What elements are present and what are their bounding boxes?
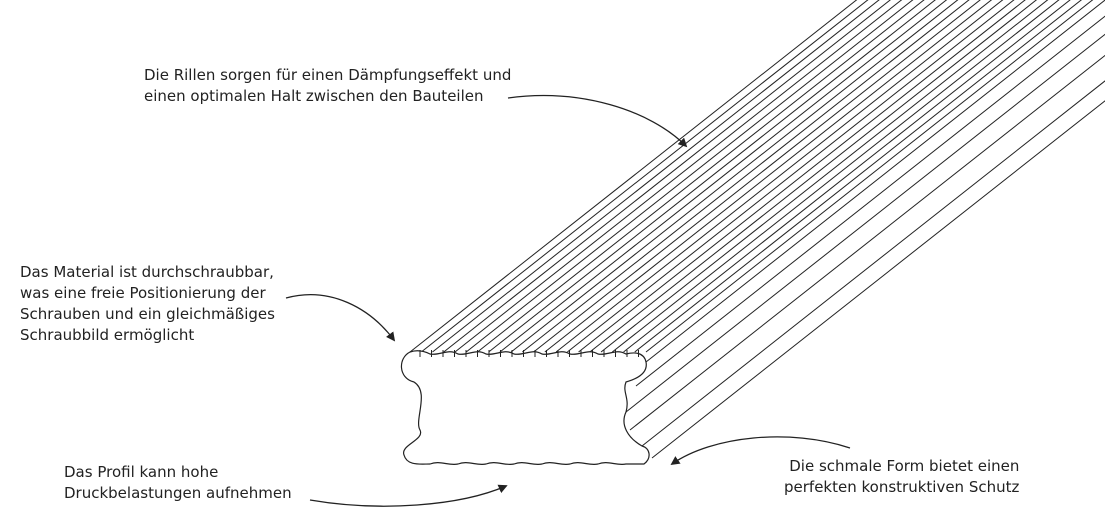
groove-line <box>477 0 925 353</box>
annotation-material: Das Material ist durchschraubbar, was ei… <box>20 262 275 346</box>
annotation-shape: Die schmale Form bietet einen perfekten … <box>784 456 1019 498</box>
annotation-material-line-4: Schraubbild ermöglicht <box>20 326 195 344</box>
board-cross-section <box>400 350 650 466</box>
annotation-profile: Das Profil kann hohe Druckbelastungen au… <box>64 462 292 504</box>
board-profile-grooves-top <box>419 350 639 357</box>
side-line <box>645 0 1105 363</box>
annotation-shape-line-2: perfekten konstruktiven Schutz <box>784 478 1020 496</box>
arrow-material <box>285 294 396 342</box>
arrow-shape <box>670 436 851 466</box>
groove-line <box>409 0 858 353</box>
side-line <box>651 100 1105 459</box>
annotation-grooves-line-1: Die Rillen sorgen für einen Dämpfungseff… <box>144 66 512 84</box>
annotation-profile-line-1: Das Profil kann hohe <box>64 463 219 481</box>
groove-line <box>510 0 959 353</box>
arrow-grooves <box>507 95 688 148</box>
side-line <box>625 33 1105 413</box>
annotation-profile-line-2: Druckbelastungen aufnehmen <box>64 484 292 502</box>
board-top-grooves <box>409 0 1094 353</box>
annotation-material-line-1: Das Material ist durchschraubbar, <box>20 263 274 281</box>
groove-line <box>611 0 1060 353</box>
groove-line <box>578 0 1026 353</box>
arrow-profile <box>309 484 508 507</box>
groove-line <box>567 0 1015 353</box>
groove-line <box>623 0 1071 353</box>
groove-line <box>432 0 880 353</box>
groove-line <box>443 0 891 353</box>
groove-line <box>533 0 981 353</box>
groove-line <box>600 0 1049 353</box>
annotation-grooves: Die Rillen sorgen für einen Dämpfungseff… <box>144 65 511 107</box>
annotation-material-line-3: Schrauben und ein gleichmäßiges <box>20 305 275 323</box>
annotation-grooves-line-2: einen optimalen Halt zwischen den Bautei… <box>144 87 484 105</box>
groove-line <box>465 0 914 353</box>
side-line <box>641 80 1105 447</box>
groove-line <box>645 0 1094 353</box>
groove-line <box>499 0 948 353</box>
groove-line <box>522 0 970 353</box>
groove-line <box>634 0 1083 353</box>
groove-line <box>555 0 1004 353</box>
side-line <box>629 54 1105 431</box>
side-line <box>635 15 1105 387</box>
groove-line <box>544 0 993 353</box>
annotation-material-line-2: was eine freie Positionierung der <box>20 284 266 302</box>
groove-line <box>454 0 903 353</box>
annotation-shape-line-1: Die schmale Form bietet einen <box>789 457 1020 475</box>
board-side-lines <box>625 0 1105 459</box>
groove-line <box>589 0 1038 353</box>
groove-line <box>488 0 936 353</box>
